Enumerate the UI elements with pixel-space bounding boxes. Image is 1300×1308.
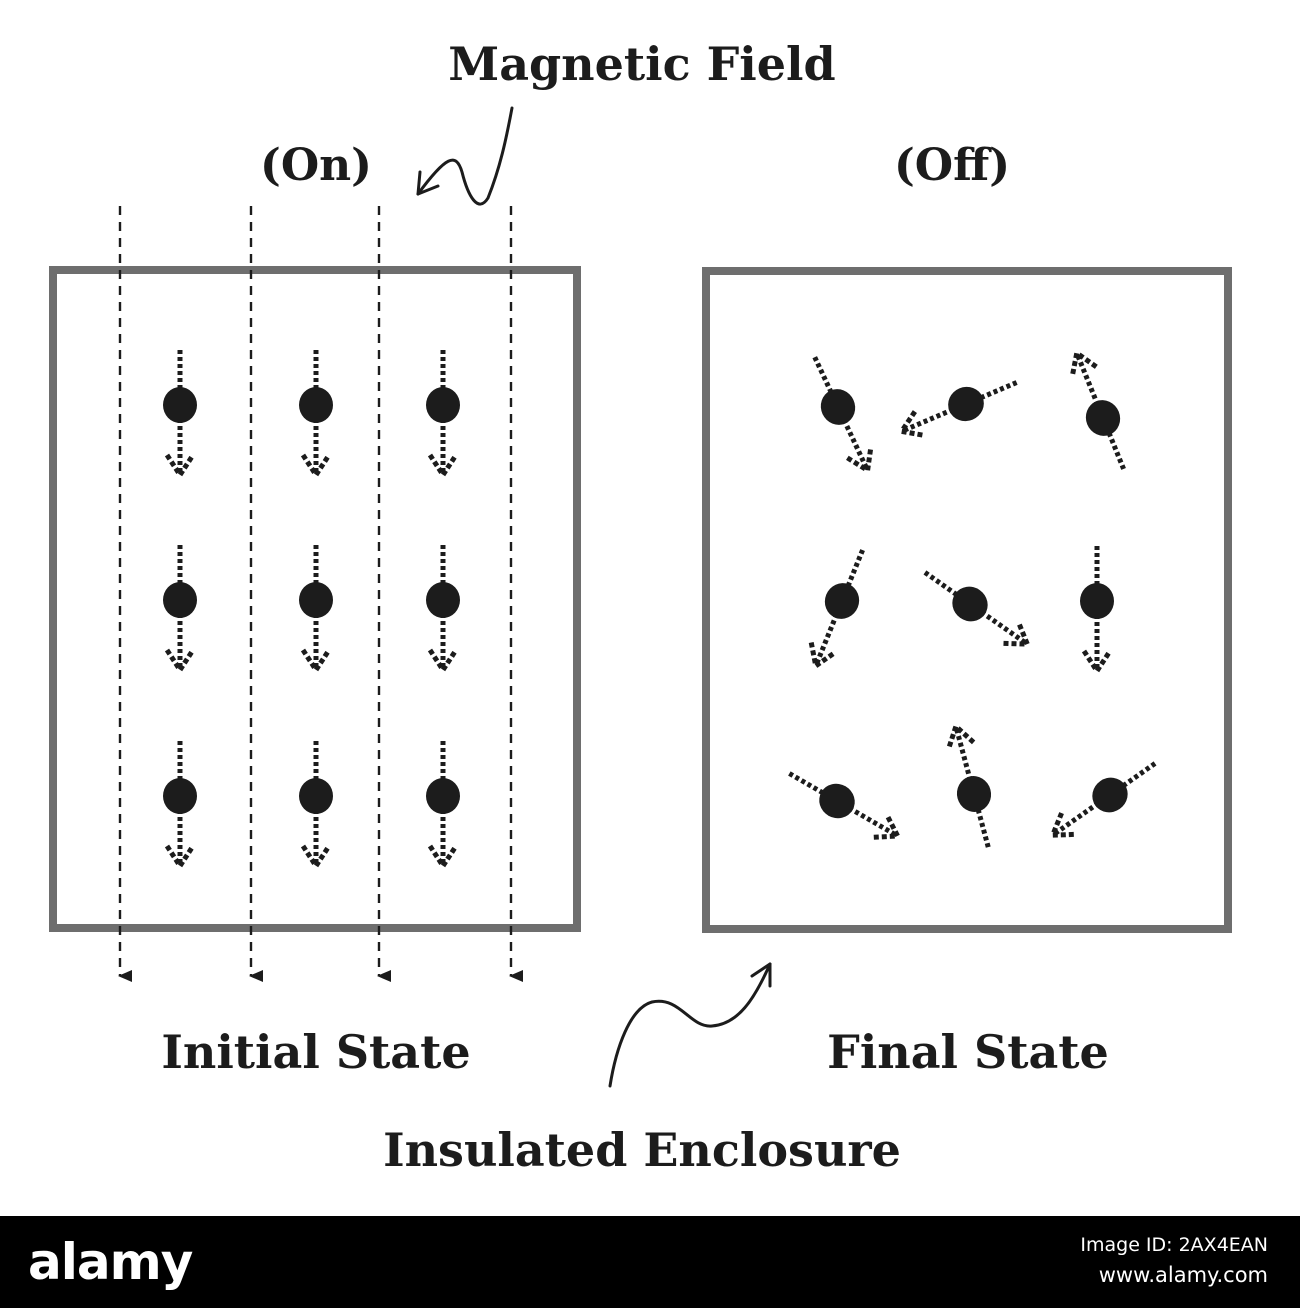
enclosure-pointer-arrow — [608, 962, 772, 1088]
initial-spin-grid — [163, 347, 460, 869]
alamy-logo: alamy — [28, 1233, 193, 1291]
image-id-label: Image ID: 2AX4EAN — [1080, 1234, 1268, 1256]
magnetic-field-label: Magnetic Field — [448, 37, 835, 91]
spin-particle-6 — [426, 542, 460, 673]
spin-particle-9 — [426, 738, 460, 869]
insulated-enclosure-label: Insulated Enclosure — [383, 1123, 901, 1177]
spin-particle-15 — [1080, 543, 1114, 674]
spin-particle-3 — [426, 347, 460, 478]
magnetization-diagram: Magnetic Field (On) (Off) Initial State … — [49, 37, 1232, 1177]
spin-particle-10 — [811, 353, 874, 473]
spin-particle-18 — [1050, 759, 1159, 838]
final-enclosure — [702, 267, 1232, 933]
spin-particle-2 — [299, 347, 333, 478]
image-id-text: Image ID: 2AX4EAN www.alamy.com — [1080, 1230, 1268, 1290]
site-url: www.alamy.com — [1098, 1263, 1268, 1287]
spin-particle-17 — [946, 723, 992, 851]
spin-particle-16 — [785, 769, 901, 840]
spin-particle-11 — [899, 379, 1021, 438]
spin-particle-7 — [163, 738, 197, 869]
field-off-label: (Off) — [894, 140, 1010, 191]
spin-particle-4 — [163, 542, 197, 673]
initial-enclosure — [49, 266, 581, 932]
spin-particle-5 — [299, 542, 333, 673]
spin-particle-8 — [299, 738, 333, 869]
spin-particle-12 — [1069, 350, 1128, 473]
field-on-label: (On) — [260, 140, 372, 191]
watermark-bar: alamy Image ID: 2AX4EAN www.alamy.com — [0, 1216, 1300, 1308]
initial-state-label: Initial State — [161, 1025, 470, 1079]
spin-particle-1 — [163, 347, 197, 478]
final-state-label: Final State — [827, 1025, 1109, 1079]
magnetic-field-lines — [118, 206, 523, 982]
spin-particle-13 — [808, 546, 867, 669]
spin-particle-14 — [921, 568, 1030, 647]
magnetic-field-pointer-arrow — [416, 106, 514, 206]
final-spin-grid — [785, 350, 1159, 851]
